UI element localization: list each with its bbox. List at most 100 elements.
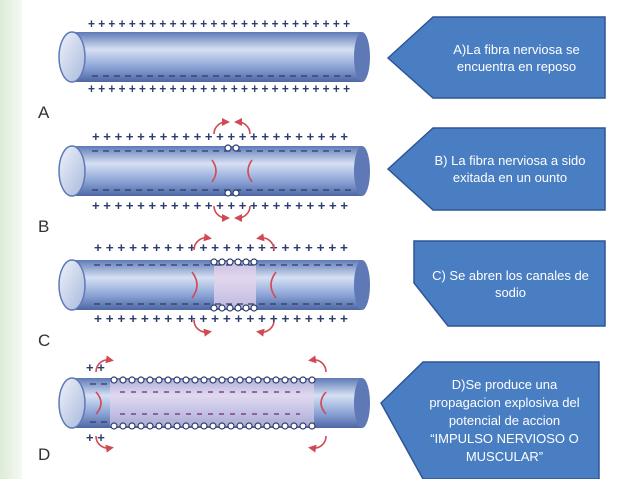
- channel: [128, 376, 136, 384]
- channel: [232, 189, 240, 197]
- current-arrow: [211, 159, 217, 183]
- channel: [224, 189, 232, 197]
- panel-b-fiber-end: [354, 146, 370, 196]
- channel: [281, 422, 289, 430]
- panel-b-letter: B: [38, 217, 49, 236]
- channel: [155, 422, 163, 430]
- panel-a-fiber-cap: [58, 31, 86, 83]
- channel: [272, 422, 280, 430]
- panel-d: + + + + D: [38, 355, 370, 464]
- channel: [210, 258, 218, 266]
- channel: [254, 422, 262, 430]
- panel-d-fiber-cap: [58, 377, 86, 429]
- channel: [110, 376, 118, 384]
- current-arrow: [256, 233, 275, 251]
- channel: [263, 376, 271, 384]
- callout-a-shape: [386, 16, 606, 99]
- panel-c-open-channels: [210, 258, 258, 312]
- callout-d: D)Se produce una propagacion explosiva d…: [429, 376, 580, 464]
- channel: [234, 258, 242, 266]
- channel: [242, 258, 250, 266]
- panel-a-bottom-charges: + + + + + + + + + + + + + + + + + + + + …: [88, 81, 350, 96]
- channel: [218, 422, 226, 430]
- channel: [226, 304, 234, 312]
- current-arrow: [213, 118, 230, 135]
- channel: [200, 422, 208, 430]
- channel: [182, 376, 190, 384]
- current-arrow: [256, 319, 275, 337]
- channel: [191, 376, 199, 384]
- current-arrow: [213, 205, 230, 222]
- current-arrow: [308, 355, 327, 373]
- channel: [182, 422, 190, 430]
- callout-d-shape: [380, 361, 600, 479]
- channel: [254, 376, 262, 384]
- panel-c-bottom-charges: + + + + + + + + + + + + + + + + + + + + …: [94, 311, 348, 326]
- channel: [137, 422, 145, 430]
- channel: [110, 422, 118, 430]
- current-arrow: [95, 435, 114, 453]
- panel-d-open-channels: [110, 376, 316, 430]
- channel: [155, 376, 163, 384]
- panel-d-fiber-end: [354, 378, 370, 428]
- callout-b: B) La fibra nerviosa a sido exitada en u…: [434, 153, 586, 185]
- panel-d-current-arrows: [95, 355, 327, 453]
- panel-a: + + + + + + + + + + + + + + + + + + + + …: [38, 16, 370, 122]
- panel-b-top-charges: + + + + + + + + + + + + + + + + + + + + …: [92, 129, 348, 144]
- channel: [281, 376, 289, 384]
- channel: [218, 376, 226, 384]
- channel: [227, 376, 235, 384]
- channel: [232, 144, 240, 152]
- channel: [218, 258, 226, 266]
- panel-b-fiber-cap: [58, 145, 86, 197]
- panel-b-open-channels: [224, 144, 240, 197]
- panel-b-fiber: [72, 146, 362, 196]
- current-arrow: [95, 391, 102, 415]
- current-arrow: [191, 271, 198, 299]
- channel: [191, 422, 199, 430]
- callout-shapes: [380, 16, 606, 479]
- channel: [119, 422, 127, 430]
- current-arrow: [234, 205, 251, 222]
- callout-c: C) Se abren los canales de sodio: [432, 267, 589, 300]
- panel-a-top-charges: + + + + + + + + + + + + + + + + + + + + …: [88, 16, 350, 31]
- panel-c-current-arrows: [191, 233, 277, 337]
- channel: [173, 376, 181, 384]
- channel: [137, 376, 145, 384]
- channel: [242, 304, 250, 312]
- channel: [250, 258, 258, 266]
- panel-a-letter: A: [38, 103, 50, 122]
- panel-c-depolarized-zone: [214, 262, 256, 308]
- channel: [164, 376, 172, 384]
- channel: [290, 422, 298, 430]
- channel: [146, 376, 154, 384]
- channel: [224, 144, 232, 152]
- channel: [272, 376, 280, 384]
- callout-b-shape: [386, 127, 606, 211]
- panel-d-top-charges: + +: [86, 360, 105, 375]
- channel: [263, 422, 271, 430]
- channel: [227, 422, 235, 430]
- panel-a-fiber: [72, 32, 362, 82]
- panel-a-fiber-end: [354, 32, 370, 82]
- channel: [236, 422, 244, 430]
- channel: [209, 422, 217, 430]
- callout-a: A)La fibra nerviosa se encuentra en repo…: [453, 41, 580, 74]
- panel-d-depolarized-zone: [110, 380, 314, 426]
- channel: [218, 304, 226, 312]
- channel: [245, 376, 253, 384]
- current-arrow: [320, 391, 327, 415]
- panel-d-bottom-charges: + +: [86, 430, 105, 445]
- panel-d-inside-charges: [120, 391, 300, 415]
- current-arrow: [234, 118, 251, 135]
- panel-c-letter: C: [38, 331, 50, 350]
- channel: [209, 376, 217, 384]
- panel-c-fiber-end: [354, 260, 370, 310]
- channel: [250, 304, 258, 312]
- channel: [164, 422, 172, 430]
- channel: [308, 422, 316, 430]
- channel: [299, 376, 307, 384]
- channel: [119, 376, 127, 384]
- channel: [200, 376, 208, 384]
